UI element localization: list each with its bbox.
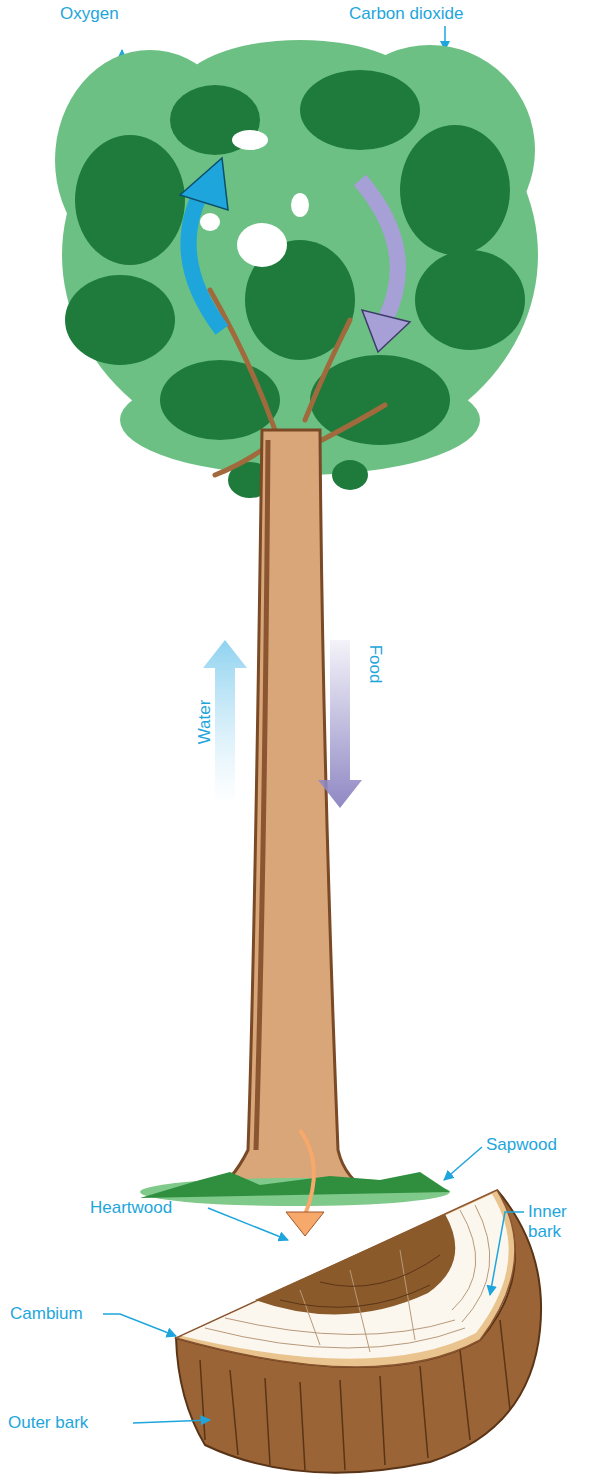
log-section xyxy=(176,1190,541,1473)
co2-cycle-arrow xyxy=(360,180,398,320)
outer-bark-leader xyxy=(133,1420,210,1423)
sapwood-leader xyxy=(444,1147,482,1180)
part-label: Sapwood xyxy=(486,1135,557,1155)
part-label: Inner bark xyxy=(528,1202,586,1242)
part-label: Cambium xyxy=(10,1304,83,1324)
trunk xyxy=(212,430,372,1192)
part-label: Carbon dioxide xyxy=(349,4,463,24)
cut-arrow xyxy=(300,1130,314,1215)
heartwood-leader xyxy=(208,1208,288,1240)
cambium-leader xyxy=(103,1314,176,1336)
food-arrow xyxy=(318,640,362,808)
part-label: Oxygen xyxy=(60,4,119,24)
part-label: Heartwood xyxy=(90,1198,172,1218)
grass xyxy=(140,1172,450,1206)
part-label: Outer bark xyxy=(8,1413,88,1433)
part-label: Food xyxy=(365,645,385,684)
inner-bark-leader xyxy=(490,1212,524,1295)
part-label: Water xyxy=(195,700,215,745)
